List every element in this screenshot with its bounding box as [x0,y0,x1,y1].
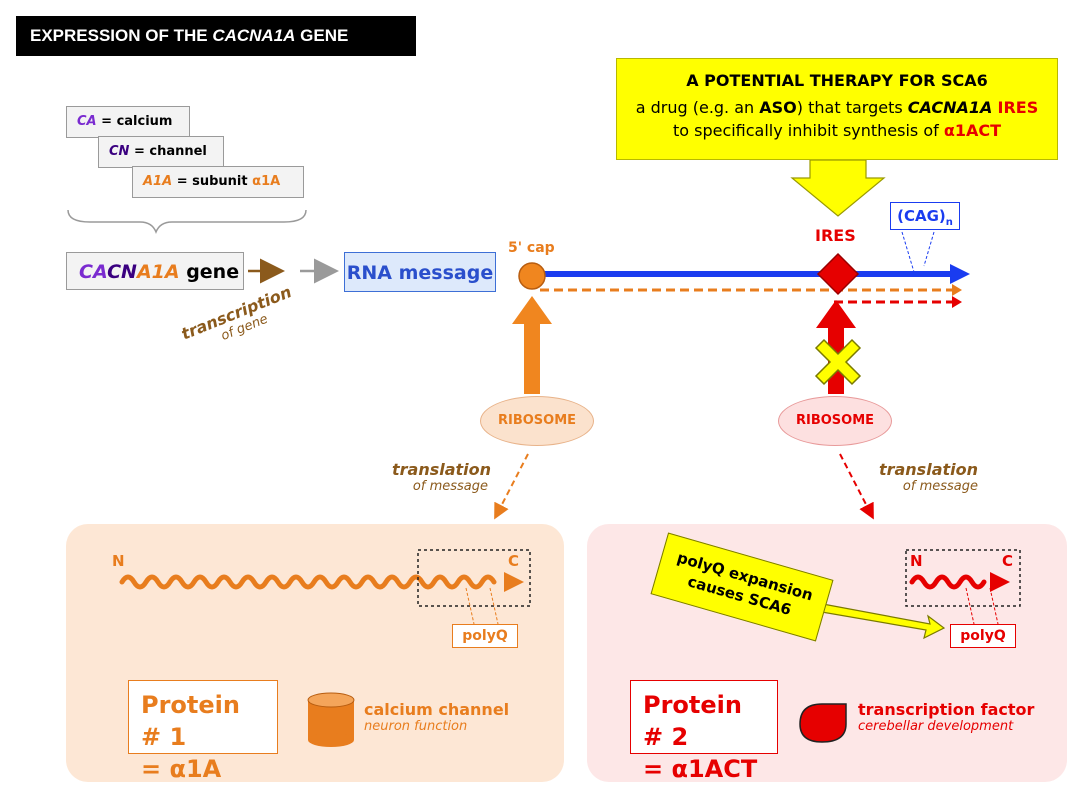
protein1-n-terminus: N [112,552,125,570]
legend-a1a-sep: = [172,174,193,189]
protein2-func-title: transcription factor [858,700,1035,719]
legend-ca-sep: = [96,114,117,129]
legend-brace [67,209,307,235]
legend-a1a: A1A = subunit α1A [132,166,304,198]
protein2-line1: Protein # 2 [643,691,742,751]
protein2-chain-head [990,572,1010,592]
ribosome1: RIBOSOME [480,396,594,446]
cag-base: (CAG) [897,207,946,225]
therapy-ires: IRES [997,98,1039,117]
legend-a1a-abbr: A1A [143,174,173,189]
therapy-a1act: α1ACT [943,121,1002,140]
ribosome2-up-arrow [816,300,856,394]
protein1-func-sub: neuron function [364,719,468,734]
protein1-c-terminus: C [508,552,520,570]
protein1-func-title: calcium channel [364,700,510,719]
protein2-c-terminus: C [1002,552,1014,570]
translation-dash-orange-head [952,284,962,296]
legend-ca: CA = calcium [66,106,190,138]
protein2-name-box: Protein # 2 = α1ACT [630,680,778,783]
ires-label: IRES [815,226,856,245]
gene-part-a1a: A1A [136,261,180,283]
protein2-polyq-pointer [965,587,999,625]
therapy-line1-a: a drug (e.g. an [635,98,760,117]
five-cap-label: 5' cap [508,240,555,256]
therapy-heading: A POTENTIAL THERAPY FOR SCA6 [686,71,988,90]
therapy-line1-b: ) that targets [796,98,908,117]
diagram-title: EXPRESSION OF THE CACNA1A GENE [16,16,416,56]
transcription-factor-icon [799,703,847,743]
gene-part-ca: CA [79,261,108,283]
protein1-chain-head [504,572,524,592]
title-prefix: EXPRESSION OF THE [30,26,213,45]
translation1-label: translation of message [392,460,492,494]
cag-repeat-box: (CAG)n [890,202,960,230]
protein1-chain [119,574,497,590]
legend-cn-sep: = [129,144,150,159]
gene-word: gene [179,261,240,283]
ribosome2: RIBOSOME [778,396,892,446]
title-suffix: GENE [295,26,349,45]
protein2-polyq-label: polyQ [950,624,1016,648]
legend-cn: CN = channel [98,136,224,168]
therapy-line1: a drug (e.g. an ASO) that targets CACNA1… [617,96,1057,119]
protein1-polyq-pointer [465,587,499,625]
therapy-box: A POTENTIAL THERAPY FOR SCA6 a drug (e.g… [616,58,1058,160]
translation2-label: translation of message [878,460,978,494]
legend-cn-meaning: channel [149,144,207,159]
legend-a1a-meaning: subunit [192,174,253,189]
legend-a1a-extra: α1A [252,174,281,189]
ribosome1-up-arrow [512,296,552,394]
therapy-line2-a: to specifically inhibit synthesis of [672,121,944,140]
callout-arrow [809,601,946,640]
five-cap-circle [518,262,546,290]
legend-cn-abbr: CN [109,144,130,159]
translation1-main: translation [392,460,492,479]
cag-pointer [901,231,935,273]
legend-ca-meaning: calcium [116,114,173,129]
protein2-function: transcription factor cerebellar developm… [858,700,1034,734]
block-x-icon [814,338,862,386]
protein1-polyq-region [417,549,531,607]
protein2-polyq-region [905,549,1021,607]
translation2-arrow [839,453,874,520]
title-gene: CACNA1A [212,26,296,45]
translation1-arrow [494,453,529,520]
translation2-sub: of message [902,479,978,494]
protein2-n-terminus: N [910,552,923,570]
translation2-main: translation [878,460,978,479]
cag-sub: n [945,217,953,228]
rna-message-box: RNA message [344,252,496,292]
protein1-function: calcium channel neuron function [364,700,509,734]
calcium-channel-icon [307,692,355,747]
therapy-aso: ASO [759,98,797,117]
protein1-line2: = α1A [141,755,222,783]
ires-diamond [816,252,860,296]
protein2-func-sub: cerebellar development [858,719,1014,734]
therapy-arrow [790,159,886,217]
therapy-gene: CACNA1A [907,98,993,117]
protein1-line1: Protein # 1 [141,691,240,751]
protein2-line2: = α1ACT [643,755,758,783]
translation1-sub: of message [412,479,488,494]
rna-strand-arrowhead [950,264,970,284]
protein2-chain [909,574,987,590]
protein1-name-box: Protein # 1 = α1A [128,680,278,783]
gene-box: CACNA1A gene [66,252,244,290]
legend-ca-abbr: CA [77,114,97,129]
translation-dash-red-head [952,296,962,308]
gene-part-cn: CN [107,261,137,283]
protein1-polyq-label: polyQ [452,624,518,648]
therapy-line2: to specifically inhibit synthesis of α1A… [617,119,1057,142]
